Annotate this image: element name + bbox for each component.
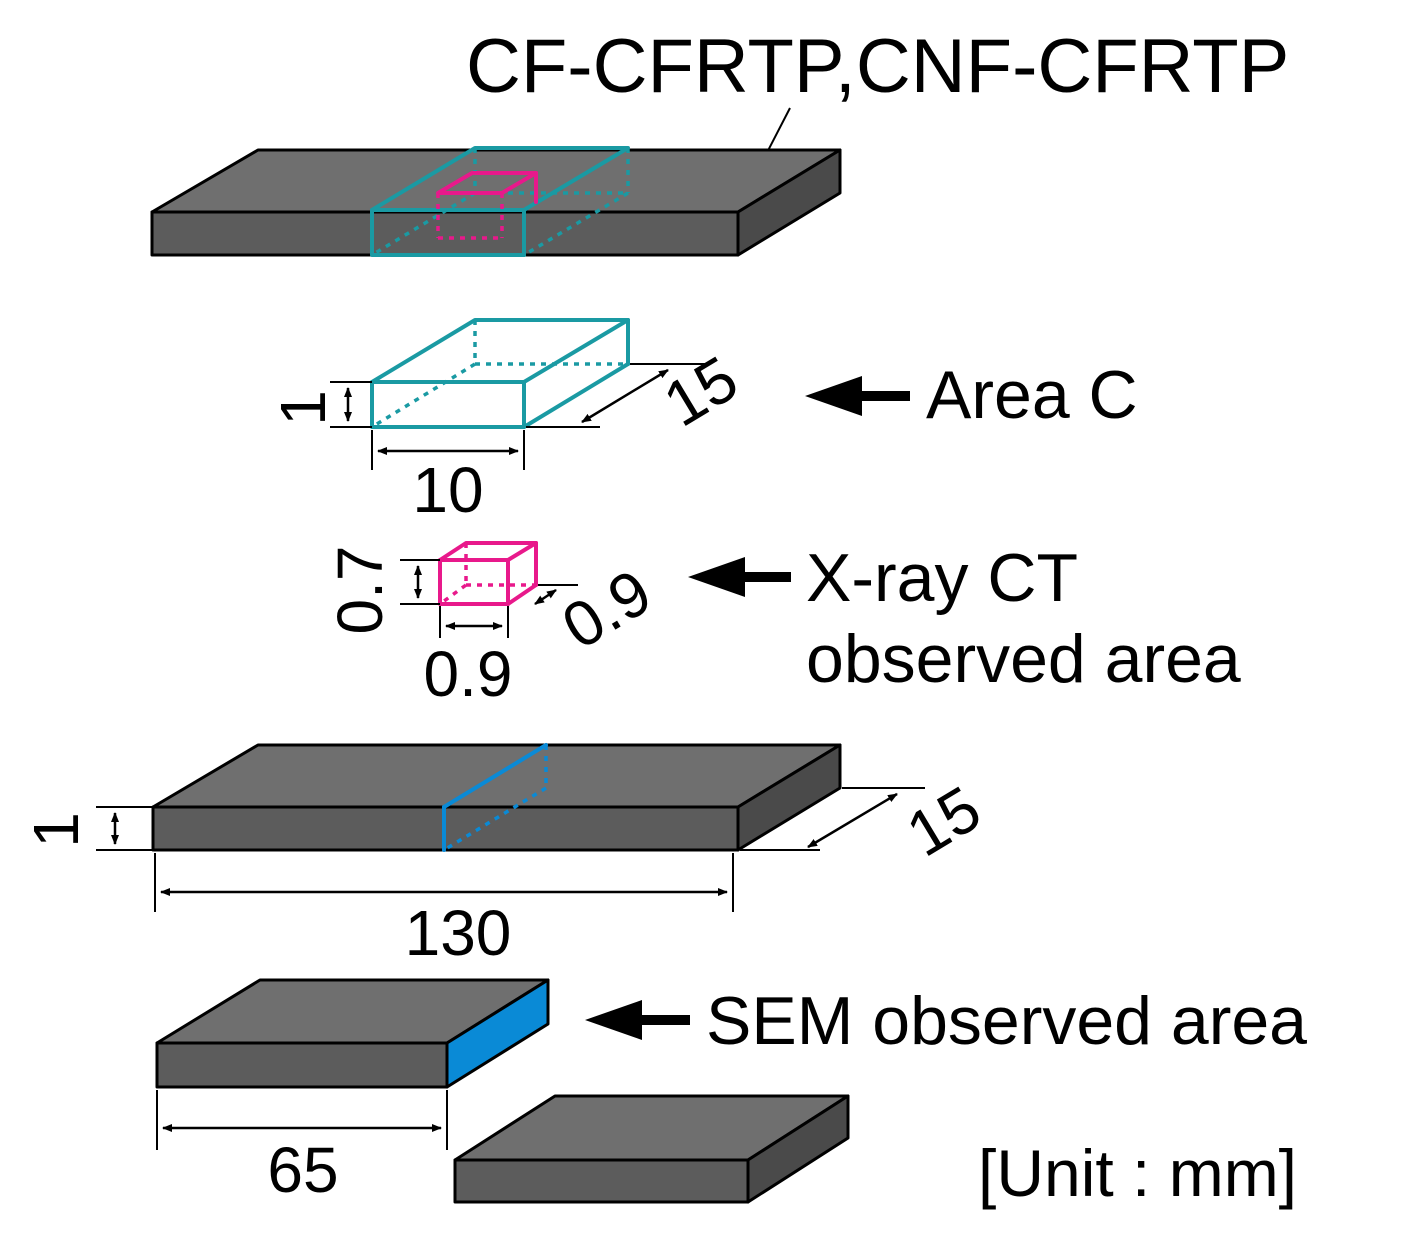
xray-box xyxy=(438,541,538,606)
specimen-dimensions xyxy=(96,787,925,912)
area-c-label: Area C xyxy=(926,357,1138,433)
sem-label: SEM observed area xyxy=(706,983,1307,1059)
half-length-dimension xyxy=(156,1090,448,1150)
unit-label: [Unit : mm] xyxy=(978,1136,1297,1210)
specimen-depth-label: 15 xyxy=(895,772,993,870)
area-c-arrow xyxy=(805,376,910,416)
full-specimen-top xyxy=(150,148,842,257)
area-c-dimensions xyxy=(330,363,705,470)
full-specimen-middle xyxy=(151,743,842,852)
half-length-label: 65 xyxy=(267,1134,338,1206)
area-c-width-label: 10 xyxy=(412,454,483,526)
specimen-height-label: 1 xyxy=(20,812,92,848)
xray-depth-label: 0.9 xyxy=(550,555,663,663)
sem-arrow xyxy=(585,1000,690,1040)
specimen-length-label: 130 xyxy=(405,897,512,969)
sem-slice-outline xyxy=(442,743,548,852)
xray-height-label: 0.7 xyxy=(324,546,396,635)
title-label: CF-CFRTP,CNF-CFRTP xyxy=(466,24,1289,109)
xray-label-line1: X-ray CT xyxy=(806,540,1078,616)
area-c-depth-label: 15 xyxy=(652,342,750,440)
area-c-height-label: 1 xyxy=(267,390,339,426)
area-c-box xyxy=(370,318,630,429)
xray-label-line2: observed area xyxy=(806,621,1241,697)
xray-outline-on-specimen xyxy=(436,171,538,240)
half-specimen-left xyxy=(155,978,550,1089)
xray-dimensions xyxy=(400,559,578,638)
half-specimen-right xyxy=(453,1094,850,1204)
sem-observed-face xyxy=(445,978,550,1089)
xray-width-label: 0.9 xyxy=(424,638,513,710)
xray-arrow xyxy=(688,557,791,597)
